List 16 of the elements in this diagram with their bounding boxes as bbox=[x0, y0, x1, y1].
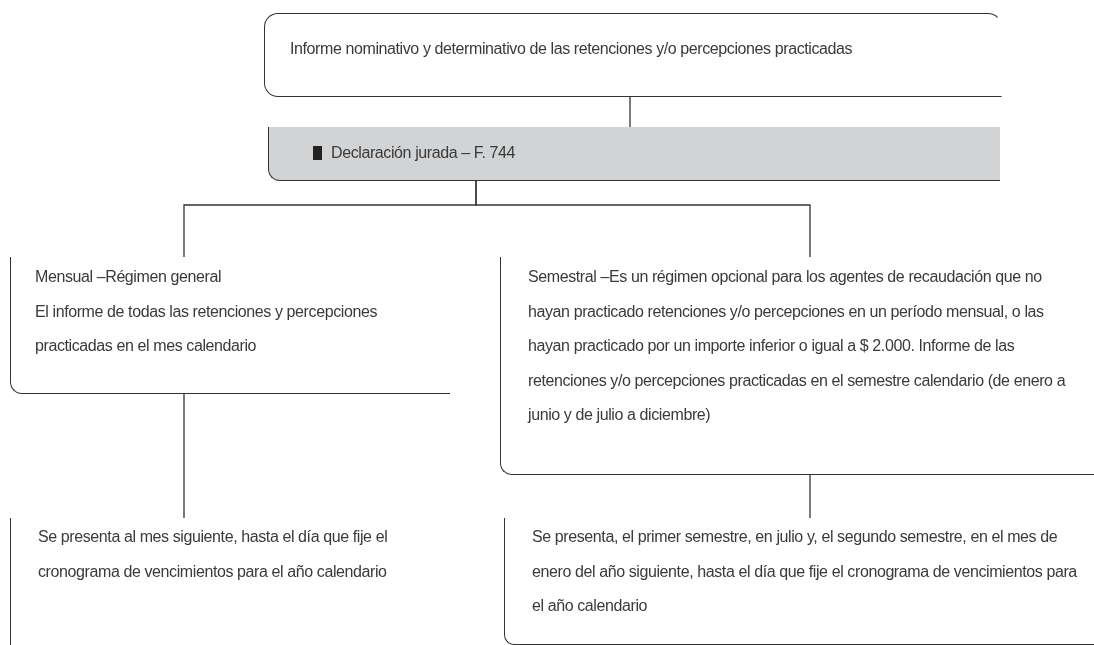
connector-line bbox=[809, 474, 811, 519]
box-text: Se presenta al mes siguiente, hasta el día que fije el cronograma de vencimientos para el año calendario bbox=[38, 527, 389, 582]
connector-line bbox=[629, 96, 631, 128]
box-text: Declaración jurada – F. 744 bbox=[331, 143, 515, 163]
heading-box bbox=[264, 13, 1002, 97]
box-text: El informe de todas las retenciones y percepciones practicadas en el mes calendario bbox=[35, 301, 378, 356]
option-box bbox=[500, 257, 1094, 475]
box-text: Semestral –Es un régimen opcional para los agentes de recaudación que no hayan practicado retenciones y/o percepciones en un período mensual, o las hayan practicado por un importe inferior o igual a $ 2.000. Informe de las retenciones y/o percepciones practicadas en el semestre calendario (de enero a junio y de julio a diciembre) bbox=[528, 267, 1067, 425]
category-box bbox=[268, 127, 1000, 181]
note-box bbox=[504, 518, 1094, 645]
connector-line bbox=[183, 393, 185, 519]
option-box bbox=[10, 257, 450, 394]
box-heading: Mensual –Régimen general bbox=[35, 267, 223, 287]
connector-line bbox=[475, 180, 811, 258]
box-text: Se presenta, el primer semestre, en julio y, el segundo semestre, en el mes de enero del año siguiente, hasta el día que fije el cronograma de vencimientos para el año calendario bbox=[532, 527, 1078, 616]
box-text: Informe nominativo y determinativo de las retenciones y/o percepciones practicadas bbox=[290, 39, 854, 59]
